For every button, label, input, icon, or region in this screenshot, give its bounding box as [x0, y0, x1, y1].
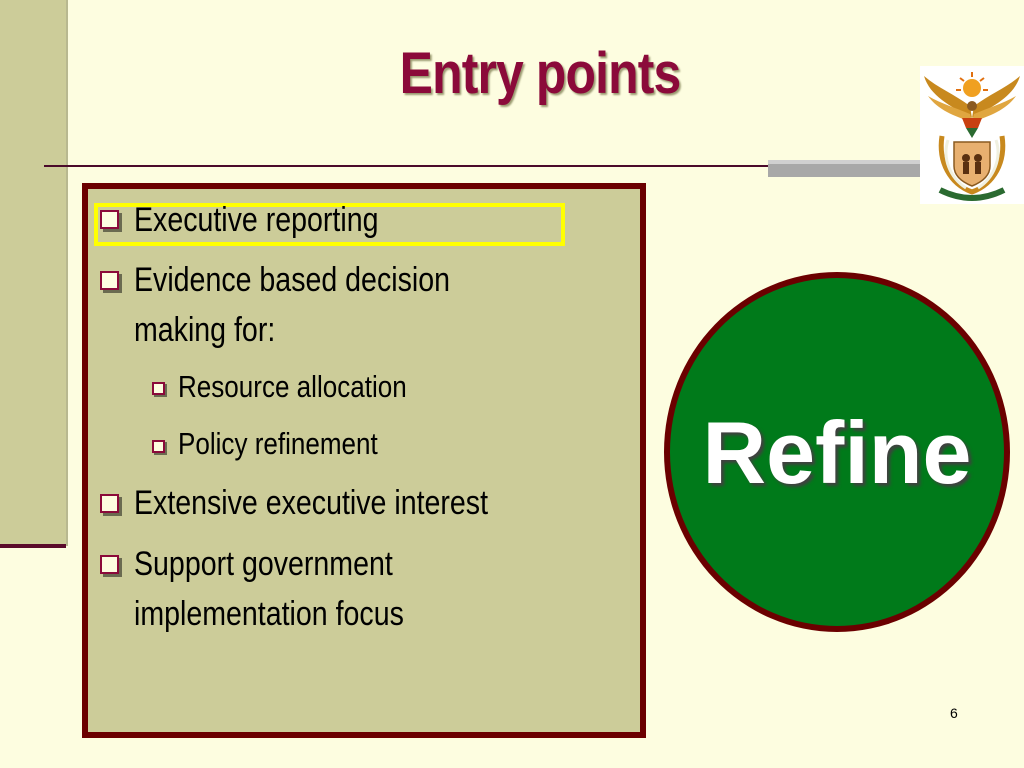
left-decor-bar	[0, 0, 68, 546]
page-number: 6	[950, 705, 958, 721]
bullet-text: Executive reporting	[134, 201, 379, 239]
bullet-text: Support government	[134, 545, 393, 583]
sub-bullet-text: Resource allocation	[178, 369, 407, 404]
title-divider	[44, 165, 924, 167]
refine-circle: Refine	[664, 272, 1010, 632]
bullet-text: making for:	[134, 311, 276, 349]
content-panel	[82, 183, 646, 738]
bullet-text: Evidence based decision	[134, 261, 450, 299]
bullet-text: implementation focus	[134, 595, 404, 633]
circle-label: Refine	[702, 403, 972, 502]
checkbox-bullet-icon	[100, 494, 119, 513]
checkbox-bullet-icon	[152, 440, 165, 453]
left-decor-line	[0, 544, 66, 548]
sub-bullet-text: Policy refinement	[178, 426, 378, 461]
checkbox-bullet-icon	[100, 555, 119, 574]
highlight-box	[94, 203, 565, 246]
checkbox-bullet-icon	[100, 271, 119, 290]
checkbox-bullet-icon	[152, 382, 165, 395]
checkbox-bullet-icon	[100, 210, 119, 229]
slide-title: Entry points	[399, 41, 682, 106]
coat-of-arms-emblem	[920, 66, 1024, 204]
bullet-text: Extensive executive interest	[134, 484, 489, 522]
title-divider-accent	[768, 160, 924, 177]
